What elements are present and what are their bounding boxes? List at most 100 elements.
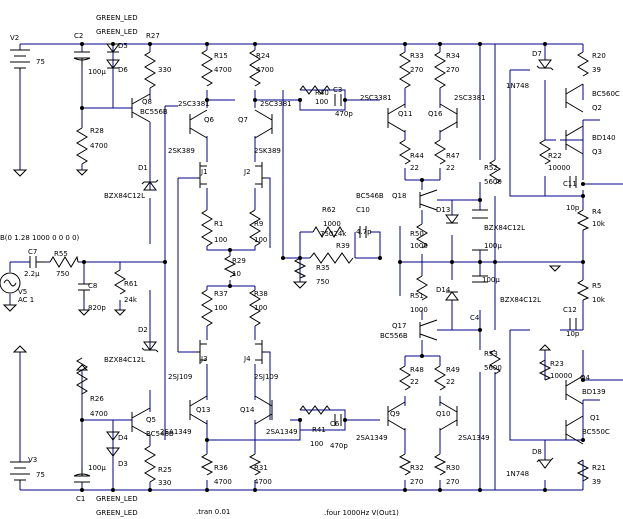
R29-label: R29: [232, 257, 246, 265]
C3-label: C3: [333, 86, 342, 94]
R4-label: R4: [592, 208, 602, 216]
R34-value: 270: [446, 66, 459, 74]
D8-value: 1N748: [506, 470, 529, 478]
D4-value: GREEN_LED: [96, 495, 138, 503]
Q5-value: BC546B: [146, 430, 174, 438]
Q4-value: BD139: [582, 388, 606, 396]
J1-label: J1: [200, 168, 208, 176]
V5-source-label: B(0 1.28 1000 0 0 0 0): [0, 234, 80, 242]
D5-label: D5: [118, 42, 128, 50]
R53-label: R53: [484, 350, 498, 358]
Q3-label: Q3: [592, 148, 602, 156]
Q10-value: 2SA1349: [458, 434, 490, 442]
D1-label: D1: [138, 164, 148, 172]
R21-value: 39: [592, 478, 601, 486]
junctions: [80, 42, 585, 492]
R49-label: R49: [446, 366, 460, 374]
Q17-value: BC556B: [380, 332, 408, 340]
R36-value: 4700: [214, 478, 232, 486]
R30-value: 270: [446, 478, 459, 486]
R51-value: 1000: [410, 306, 428, 314]
R1-value: 100: [214, 236, 227, 244]
R20-label: R20: [592, 52, 606, 60]
D13-value: BZX84C12L: [484, 224, 525, 232]
R37-value: 100: [214, 304, 227, 312]
D14-value: BZX84C12L: [500, 296, 541, 304]
R26-value: 4700: [90, 410, 108, 418]
J4-label: J4: [243, 355, 251, 363]
Q11-value: 2SC3381: [360, 94, 392, 102]
Q2-value: BC560C: [592, 90, 620, 98]
R62-label: R62: [322, 206, 336, 214]
C6-value: 470p: [330, 442, 348, 450]
R55-label: R55: [54, 250, 68, 258]
R30-label: R30: [446, 464, 460, 472]
C8-label: C8: [88, 282, 97, 290]
Q8-value: BC556B: [140, 108, 168, 116]
D6-label: D6: [118, 66, 128, 74]
Q16-value: 2SC3381: [454, 94, 486, 102]
D14-label: D14: [436, 286, 451, 294]
R61-label: R61: [124, 280, 138, 288]
R61-value: 24k: [124, 296, 138, 304]
V3-value: 75: [36, 471, 45, 479]
C5-value: 100µ: [484, 242, 502, 250]
C3-value: 470p: [335, 110, 353, 118]
J2-label: J2: [243, 168, 251, 176]
C1-value: 100µ: [88, 464, 106, 472]
R40-value: 100: [315, 98, 328, 106]
C1-label: C1: [76, 495, 85, 503]
D7-value: 1N748: [506, 82, 529, 90]
R33-label: R33: [410, 52, 424, 60]
wires: [9, 43, 623, 491]
R53-value: 5600: [484, 364, 502, 372]
R21-label: R21: [592, 464, 606, 472]
D6-value: GREEN_LED: [96, 28, 138, 36]
Q2-label: Q2: [592, 104, 602, 112]
R50-label: R50: [410, 230, 424, 238]
Q1-label: Q1: [590, 414, 600, 422]
C4-label: C4: [470, 314, 480, 322]
R26-label: R26: [90, 395, 104, 403]
C2-value: 100µ: [88, 68, 106, 76]
C2-label: C2: [74, 32, 83, 40]
R28-label: R28: [90, 127, 104, 135]
C7-value: 2.2µ: [24, 270, 40, 278]
R9-label: R9: [254, 220, 263, 228]
Q5-label: Q5: [146, 416, 156, 424]
J2-value: 2SK389: [254, 147, 281, 155]
R15-value: 4700: [214, 66, 232, 74]
J4-value: 2SJ109: [254, 373, 278, 381]
R52-label: R52: [484, 164, 498, 172]
R39-value: 1000: [323, 220, 341, 228]
Q17-label: Q17: [392, 322, 406, 330]
D3-label: D3: [118, 460, 128, 468]
R38-label: R38: [254, 290, 268, 298]
R25-label: R25: [158, 466, 172, 474]
C10-value: 4.7p: [356, 228, 372, 236]
R40-label: R40: [315, 89, 329, 97]
D4-label: D4: [118, 434, 128, 442]
R55-value: 750: [56, 270, 69, 278]
C8-value: 820p: [88, 304, 106, 312]
R36-label: R36: [214, 464, 228, 472]
R25-value: 330: [158, 479, 171, 487]
D13-label: D13: [436, 206, 450, 214]
V5-label: V5: [18, 288, 27, 296]
R4-value: 10k: [592, 220, 606, 228]
labels: V2 75 V3 75 V5 AC 1 B(0 1.28 1000 0 0 0 …: [0, 14, 620, 517]
D8-label: D8: [532, 448, 542, 456]
C6-label: C6: [330, 420, 340, 428]
R24-label: R24: [256, 52, 270, 60]
R9-value: 100: [254, 236, 267, 244]
C12-value: 10p: [566, 330, 580, 338]
J3-value: 2SJ109: [168, 373, 192, 381]
Q13-label: Q13: [196, 406, 210, 414]
J3-label: J3: [200, 355, 208, 363]
D2-value: BZX84C12L: [104, 356, 145, 364]
R38-value: 100: [254, 304, 267, 312]
R27-value: 330: [158, 66, 171, 74]
R35-value: 750: [316, 278, 329, 286]
Q14-label: Q14: [240, 406, 255, 414]
R44-value: 22: [410, 164, 419, 172]
